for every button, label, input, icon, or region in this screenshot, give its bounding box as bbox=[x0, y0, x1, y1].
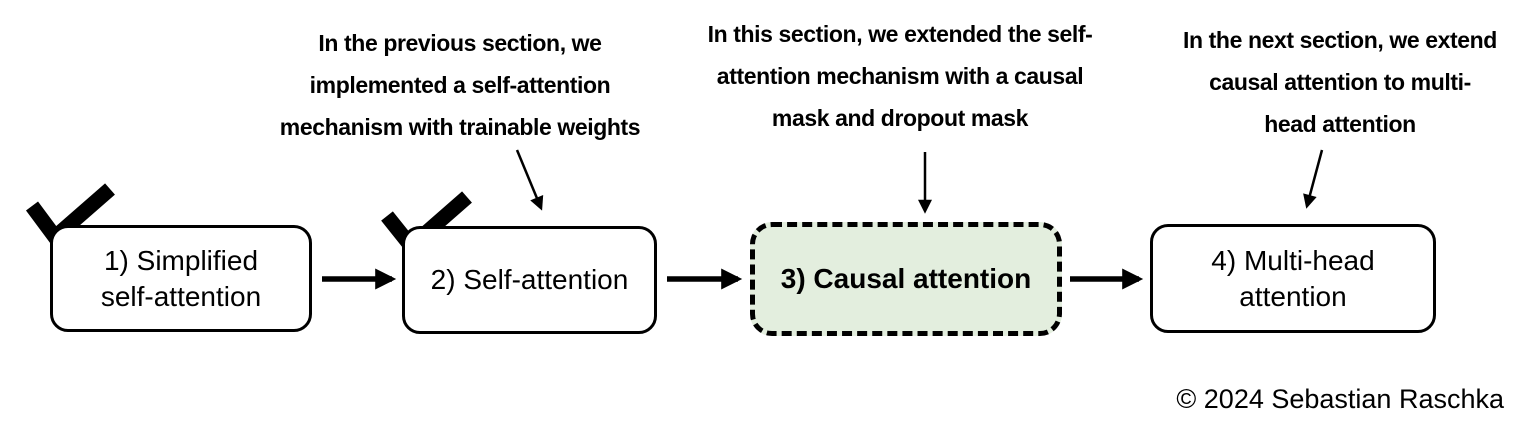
annotation-line: In this section, we extended the self- bbox=[707, 21, 1093, 47]
box-label-line: 4) Multi-head bbox=[1211, 244, 1375, 276]
annotation-line: In the next section, we extend bbox=[1183, 27, 1497, 53]
annotation-line: mask and dropout mask bbox=[771, 105, 1029, 131]
box-self-attention: 2) Self-attention bbox=[402, 226, 657, 334]
box-multi-head-attention: 4) Multi-head attention bbox=[1150, 224, 1436, 333]
annotation-next-section: In the next section, we extend causal at… bbox=[1155, 19, 1524, 145]
box-label-line: attention bbox=[1239, 280, 1347, 312]
annotation-line: attention mechanism with a causal bbox=[716, 63, 1084, 89]
annotation-line: head attention bbox=[1264, 111, 1416, 137]
annotation-line: In the previous section, we bbox=[318, 30, 602, 56]
annotation-line: causal attention to multi- bbox=[1209, 69, 1471, 95]
copyright-notice: © 2024 Sebastian Raschka bbox=[1176, 384, 1504, 414]
annotation-arrow-1-icon bbox=[515, 149, 544, 211]
annotation-line: implemented a self-attention bbox=[309, 72, 611, 98]
annotation-this-section: In this section, we extended the self- a… bbox=[675, 13, 1125, 139]
box-causal-attention-highlighted: 3) Causal attention bbox=[750, 222, 1062, 336]
annotation-arrow-3-icon bbox=[1303, 149, 1324, 209]
box-label-line: 1) Simplified bbox=[103, 244, 259, 276]
annotation-previous-section: In the previous section, we implemented … bbox=[240, 22, 680, 148]
box-label-line: self-attention bbox=[100, 280, 262, 312]
annotation-line: mechanism with trainable weights bbox=[279, 114, 641, 140]
box-label-line: 2) Self-attention bbox=[430, 264, 629, 295]
box-simplified-self-attention: 1) Simplified self-attention bbox=[50, 225, 312, 332]
box-label-line: 3) Causal attention bbox=[780, 263, 1032, 294]
